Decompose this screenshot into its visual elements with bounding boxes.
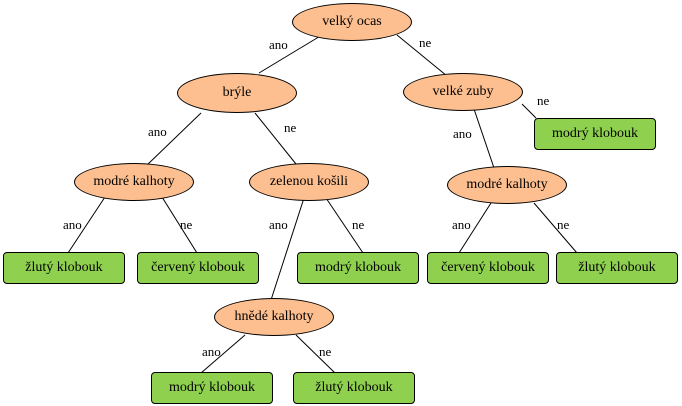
edge-label-zk-yes: ano	[269, 217, 288, 232]
edge-hnede-kalhoty-modry	[200, 334, 246, 374]
leaf-modry-klobouk-3: modrý klobouk	[151, 372, 273, 404]
node-bryle: brýle	[177, 73, 297, 113]
edge-modre-kalhoty-r-cerveny	[458, 202, 492, 254]
edge-label-bryle-yes: ano	[148, 124, 167, 139]
leaf-zluty-klobouk-3: žlutý klobouk	[293, 372, 415, 404]
edge-root-velke-zuby	[396, 34, 448, 77]
edge-hnede-kalhoty-zluty	[295, 334, 336, 374]
leaf-cerveny-klobouk-2: červený klobouk	[427, 252, 549, 284]
edge-label-zuby-no: ne	[537, 93, 550, 108]
edge-zelenou-kosili-hnede	[270, 197, 305, 301]
node-zelenou-kosili: zelenou košili	[249, 163, 369, 201]
edge-label-root-yes: ano	[269, 37, 288, 52]
edge-label-hk-yes: ano	[202, 344, 221, 359]
edge-label-hk-no: ne	[319, 344, 332, 359]
edge-label-mkl-yes: ano	[63, 217, 82, 232]
leaf-modry-klobouk-1: modrý klobouk	[297, 252, 419, 284]
leaf-cerveny-klobouk-1: červený klobouk	[137, 252, 259, 284]
edge-label-root-no: ne	[419, 35, 432, 50]
edge-modre-kalhoty-cerveny	[161, 196, 198, 254]
edge-label-mkr-yes: ano	[452, 217, 471, 232]
edge-zelenou-kosili-modry	[325, 197, 364, 254]
edge-label-mkr-no: ne	[557, 217, 570, 232]
edge-modre-kalhoty-r-zluty	[533, 202, 578, 254]
edge-label-bryle-no: ne	[284, 120, 297, 135]
edge-velke-zuby-modre-kalhoty	[473, 108, 495, 169]
node-hnede-kalhoty: hnědé kalhoty	[214, 298, 334, 336]
edge-root-bryle	[258, 34, 323, 74]
node-velky-ocas: velký ocas	[292, 3, 412, 41]
edge-bryle-zelenou-kosili	[254, 112, 297, 165]
edge-modre-kalhoty-zluty	[67, 196, 106, 254]
edge-label-zuby-yes: ano	[453, 126, 472, 141]
node-velke-zuby: velké zuby	[403, 73, 523, 111]
leaf-zluty-klobouk-1: žlutý klobouk	[3, 252, 125, 284]
edge-velke-zuby-modry-klobouk	[521, 103, 537, 119]
node-modre-kalhoty-left: modré kalhoty	[74, 163, 194, 201]
edge-bryle-modre-kalhoty	[145, 112, 202, 167]
edge-label-zk-no: ne	[352, 217, 365, 232]
leaf-zluty-klobouk-2: žlutý klobouk	[556, 252, 678, 284]
node-modre-kalhoty-right: modré kalhoty	[447, 166, 567, 204]
edge-label-mkl-no: ne	[180, 217, 193, 232]
leaf-modry-klobouk-2: modrý klobouk	[534, 118, 656, 150]
